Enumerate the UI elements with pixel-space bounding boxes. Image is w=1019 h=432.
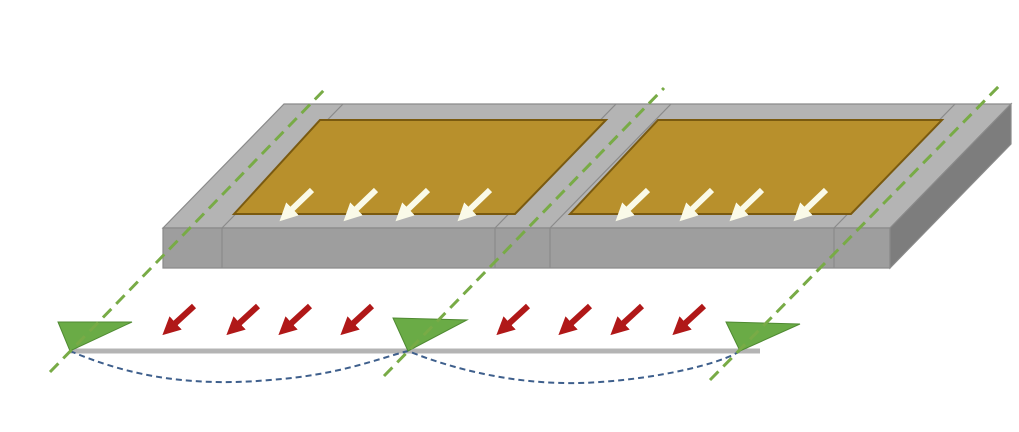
marker-right xyxy=(725,321,801,352)
pad-left xyxy=(231,119,609,215)
red-arrow-3 xyxy=(278,303,313,336)
white-arrow-5 xyxy=(615,187,651,222)
dashed-line-group xyxy=(48,81,1004,382)
slab-side-face xyxy=(889,102,1012,270)
red-arrow-5 xyxy=(496,303,531,336)
dashed-line-left xyxy=(48,86,328,374)
white-arrow-6 xyxy=(679,187,715,222)
frame-divider-top-3 xyxy=(549,103,672,229)
red-arrow-4 xyxy=(340,303,375,336)
pad-group xyxy=(231,119,945,215)
white-arrow-4 xyxy=(457,187,493,222)
red-arrow-8 xyxy=(672,303,707,336)
red-arrow-6 xyxy=(558,303,593,336)
white-arrow-group xyxy=(279,187,829,222)
red-arrow-7 xyxy=(610,303,645,336)
white-arrow-8 xyxy=(793,187,829,222)
white-arrow-2 xyxy=(343,187,379,222)
pad-right xyxy=(567,119,945,215)
red-arrow-1 xyxy=(162,303,197,336)
red-arrow-2 xyxy=(226,303,261,336)
red-arrow-group xyxy=(162,303,707,336)
white-arrow-3 xyxy=(395,187,431,222)
slab-front-face xyxy=(162,227,891,269)
dashed-line-middle xyxy=(382,86,666,378)
dashed-line-right xyxy=(708,81,1004,382)
marker-middle xyxy=(392,317,469,352)
white-arrow-1 xyxy=(279,187,315,222)
white-arrow-7 xyxy=(729,187,765,222)
